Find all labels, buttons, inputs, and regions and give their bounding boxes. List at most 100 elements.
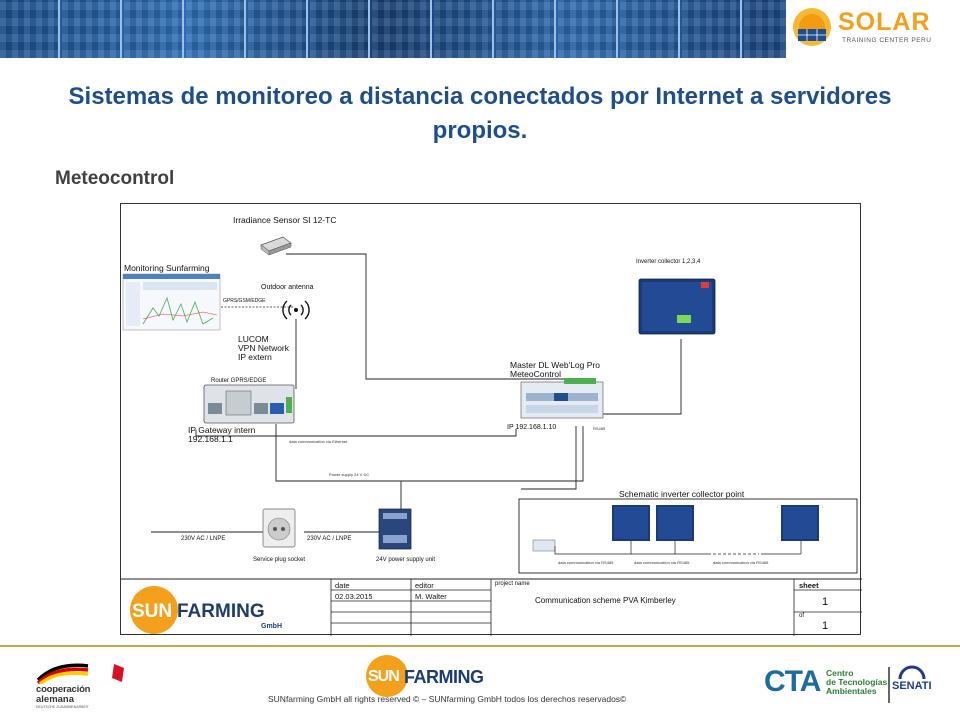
inverter-collector-label: Inverter collector 1,2,3,4 bbox=[636, 259, 701, 265]
solar-panel-image bbox=[620, 0, 680, 58]
gprs-label: GPRS/GSM/EDGE bbox=[223, 298, 266, 304]
schematic-inverter-icon bbox=[612, 505, 650, 541]
small-datalogger-icon bbox=[532, 539, 556, 552]
datalogger-power-wire bbox=[401, 426, 584, 482]
solar-panel-image bbox=[496, 0, 556, 58]
meteocontrol-label: MeteoControl bbox=[510, 369, 562, 379]
plug-socket-icon bbox=[262, 508, 296, 548]
sunfarming-farming-text: FARMING bbox=[404, 667, 484, 687]
gear-icon bbox=[898, 665, 926, 679]
project-label: project name bbox=[495, 581, 530, 587]
copyright-text: SUNfarming GmbH all rights reserved © – … bbox=[268, 694, 627, 704]
sunfarming-footer-logo: SUN FARMING bbox=[364, 655, 514, 697]
editor-value: M. Walter bbox=[415, 592, 447, 601]
cta-text: CTA bbox=[764, 665, 821, 698]
flag-swoosh-icon bbox=[36, 663, 124, 684]
ethernet-wire bbox=[195, 429, 517, 437]
datalogger-icon bbox=[520, 378, 604, 419]
page-subtitle: Meteocontrol bbox=[55, 168, 175, 189]
solar-training-logo: SOLAR TRAINING CENTER PERU bbox=[786, 0, 960, 58]
ethernet-label: data communication via Ethernet bbox=[289, 439, 348, 444]
solar-panel-image bbox=[682, 0, 742, 58]
solar-panel-image bbox=[62, 0, 122, 58]
cooperacion-alemana-logo: cooperación alemana DEUTSCHE ZUSAMMENARB… bbox=[36, 660, 126, 709]
ac-left-label: 230V AC / LNPE bbox=[181, 536, 226, 542]
rs485-label: RS485 bbox=[593, 426, 606, 431]
svg-text:FARMING: FARMING bbox=[177, 601, 265, 622]
solar-panel-image bbox=[434, 0, 494, 58]
footer-divider bbox=[0, 645, 960, 647]
sun-logo-icon bbox=[793, 8, 831, 46]
solar-panel-image bbox=[0, 0, 60, 58]
schematic-inverter-icon bbox=[656, 505, 694, 541]
title-block-grid bbox=[330, 579, 862, 636]
date-label: date bbox=[335, 581, 350, 590]
diagram-canvas: SUN FARMING GmbH bbox=[121, 236, 862, 636]
plug-socket-label: Service plug socket bbox=[253, 557, 306, 563]
rs485-comm-label: data communication via RS485 bbox=[713, 560, 769, 565]
project-value: Communication scheme PVA Kimberley bbox=[535, 596, 676, 605]
router-icon bbox=[203, 384, 295, 424]
logo-separator bbox=[888, 667, 890, 703]
solar-panel-image bbox=[558, 0, 618, 58]
cta-senati-logo: CTA Centro de Tecnologías Ambientales SE… bbox=[764, 663, 934, 709]
master-dl-label: Master DL Web'Log Pro bbox=[510, 360, 600, 370]
sheet-label: sheet bbox=[799, 581, 819, 590]
solar-panel-image bbox=[124, 0, 184, 58]
lucom-label: LUCOM bbox=[238, 334, 269, 344]
svg-text:GmbH: GmbH bbox=[261, 623, 282, 630]
router-label: Router GPRS/EDGE bbox=[211, 378, 267, 384]
communication-scheme-diagram: SUN FARMING GmbH Irradiance Sensor SI 12… bbox=[120, 203, 862, 636]
of-label: of bbox=[799, 613, 805, 619]
cta-subtitle: Centro de Tecnologías Ambientales bbox=[826, 669, 887, 696]
alemana-text: alemana bbox=[36, 694, 75, 705]
brand-name: SOLAR bbox=[838, 8, 931, 36]
schematic-inverter-icon bbox=[781, 505, 819, 541]
ac-right-label: 230V AC / LNPE bbox=[307, 536, 352, 542]
sun-circle-icon bbox=[366, 655, 408, 697]
ip-extern-label: IP extern bbox=[238, 352, 272, 362]
ip-gateway-address: 192.168.1.1 bbox=[188, 434, 233, 444]
irradiance-sensor-icon bbox=[260, 236, 292, 256]
router-power-wire bbox=[275, 424, 402, 529]
svg-text:SUN: SUN bbox=[132, 601, 172, 622]
vpn-label: VPN Network bbox=[238, 343, 290, 353]
inverter-wire bbox=[591, 339, 682, 415]
coop-sub-text: DEUTSCHE ZUSAMMENARBEIT bbox=[36, 705, 89, 709]
solar-panel-image bbox=[186, 0, 246, 58]
schematic-box bbox=[518, 498, 858, 574]
solar-panel-image bbox=[372, 0, 432, 58]
master-ip-label: IP 192.168.1.10 bbox=[507, 424, 557, 431]
senati-text: SENATI bbox=[892, 680, 932, 692]
monitoring-label: Monitoring Sunfarming bbox=[124, 263, 210, 273]
sunfarming-logo: SUN FARMING GmbH bbox=[130, 586, 282, 634]
cta-sub-line: Centro bbox=[826, 668, 854, 678]
solar-panel-image bbox=[248, 0, 308, 58]
rs485-comm-label: data communication via RS485 bbox=[558, 560, 614, 565]
power-unit-label: 24V power supply unit bbox=[376, 557, 436, 563]
brand-subtitle: TRAINING CENTER PERU bbox=[842, 37, 932, 44]
outdoor-antenna-label: Outdoor antenna bbox=[261, 284, 314, 291]
coop-text: cooperación bbox=[36, 684, 91, 695]
ip-gateway-label: IP Gateway intern bbox=[188, 425, 256, 435]
cta-sub-line: de Tecnologías bbox=[826, 677, 888, 687]
sheet-value: 1 bbox=[822, 596, 829, 608]
outdoor-antenna-icon bbox=[282, 300, 310, 320]
rs485-comm-label: data communication via RS485 bbox=[634, 560, 690, 565]
monitoring-screenshot-icon bbox=[122, 273, 221, 331]
irradiance-sensor-label: Irradiance Sensor SI 12-TC bbox=[233, 215, 337, 225]
page-title: Sistemas de monitoreo a distancia conect… bbox=[68, 83, 892, 144]
solar-panel-image bbox=[310, 0, 370, 58]
power-supply-24-label: Power supply 24 V DC bbox=[329, 472, 370, 477]
power-supply-icon bbox=[378, 508, 412, 550]
date-value: 02.03.2015 bbox=[335, 592, 373, 601]
inverter-icon bbox=[638, 278, 716, 335]
sunfarming-sun-text: SUN bbox=[368, 668, 400, 685]
cta-sub-line: Ambientales bbox=[826, 686, 877, 696]
header-banner: SOLAR TRAINING CENTER PERU bbox=[0, 0, 960, 58]
schematic-label: Schematic inverter collector point bbox=[619, 489, 745, 499]
editor-label: editor bbox=[415, 581, 434, 590]
rs485-wire bbox=[521, 426, 577, 490]
of-value: 1 bbox=[822, 620, 829, 632]
